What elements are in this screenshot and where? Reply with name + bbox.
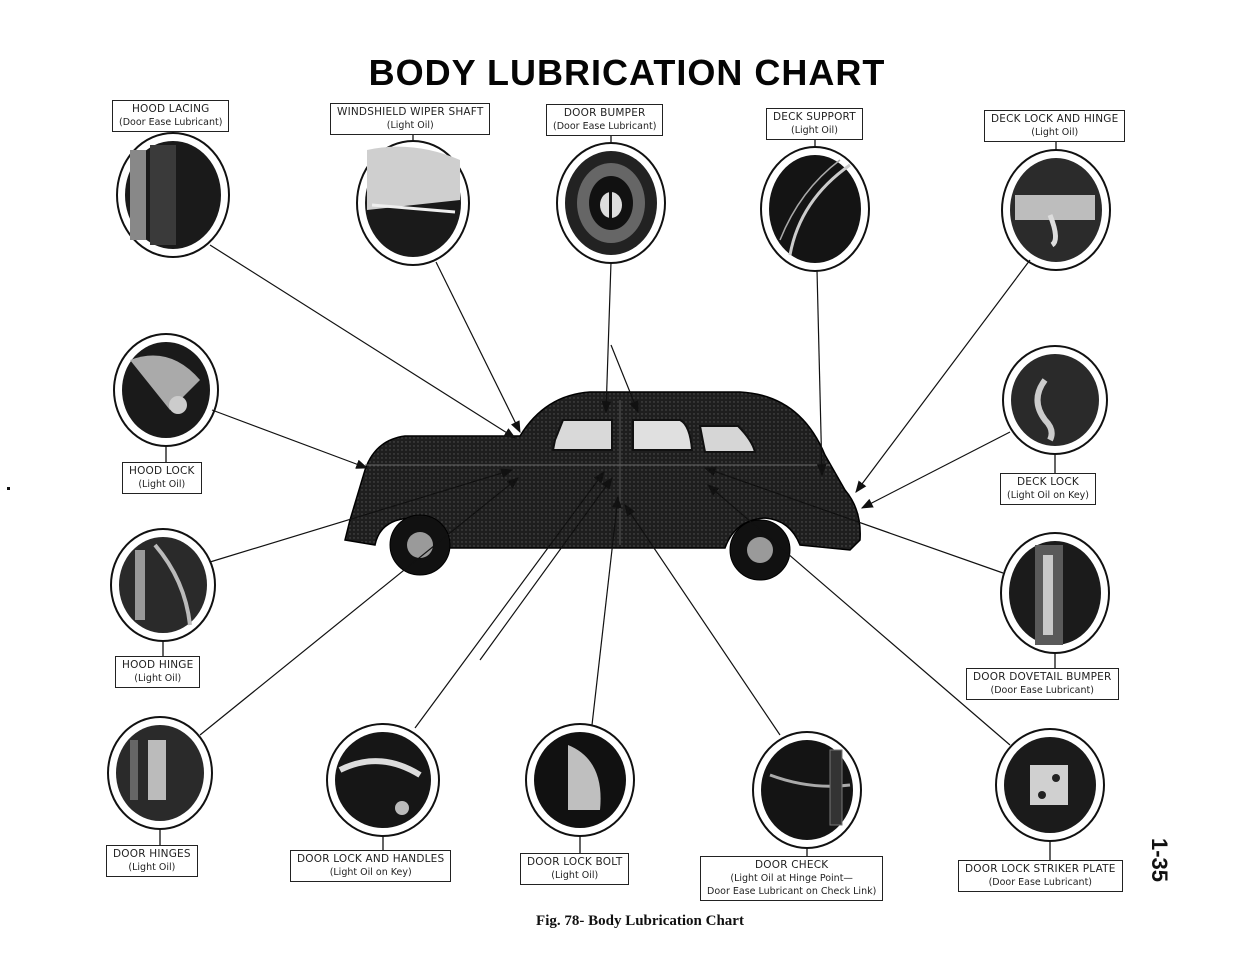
detail-deck-support — [760, 146, 870, 272]
arrow-windshield-wiper-shaft — [435, 261, 521, 434]
callout-lubricant: (Door Ease Lubricant) — [988, 877, 1093, 888]
callout-lubricant: (Door Ease Lubricant) — [119, 117, 223, 128]
callout-deck-lock-and-hinge: DECK LOCK AND HINGE (Light Oil) — [984, 110, 1126, 142]
detail-hood-lacing — [116, 132, 230, 258]
callout-name: DOOR CHECK — [754, 859, 829, 871]
callout-door-lock-striker-plate: DOOR LOCK STRIKER PLATE (Door Ease Lubri… — [958, 860, 1123, 892]
car-window-front — [551, 419, 613, 451]
detail-hood-lock — [113, 333, 219, 447]
callout-name: DECK LOCK AND HINGE — [991, 113, 1119, 125]
detail-door-lock-striker-plate — [995, 728, 1105, 842]
detail-door-lock-and-handles — [326, 723, 440, 837]
callout-lubricant: (Light Oil) — [128, 862, 176, 873]
callout-deck-support: DECK SUPPORT (Light Oil) — [766, 108, 863, 140]
callout-door-dovetail-bumper: DOOR DOVETAIL BUMPER (Door Ease Lubrican… — [966, 668, 1119, 700]
arrow-door-lock-bolt — [591, 495, 622, 726]
figure-caption: Fig. 78- Body Lubrication Chart — [536, 913, 744, 929]
callout-name: HOOD LOCK — [129, 465, 195, 477]
arrow-deck-support — [816, 269, 827, 477]
callout-lubricant: (Light Oil) — [134, 673, 182, 684]
callout-deck-lock: DECK LOCK (Light Oil on Key) — [1000, 473, 1096, 505]
arrow-door-lock-and-handles — [414, 471, 605, 729]
callout-name: DOOR DOVETAIL BUMPER — [973, 671, 1112, 683]
callout-name: DECK LOCK — [1016, 476, 1080, 488]
leader-arrows — [199, 244, 1031, 746]
detail-hood-hinge — [110, 528, 216, 642]
detail-door-dovetail-bumper — [1000, 532, 1110, 654]
detail-circles — [107, 132, 1111, 849]
arrow-hood-hinge — [209, 468, 514, 563]
arrow-hood-lacing — [209, 244, 517, 439]
arrow-door-lock-and-handles-2 — [479, 477, 613, 661]
callout-name: HOOD HINGE — [122, 659, 194, 671]
callout-lubricant: (Light Oil) — [1031, 127, 1079, 138]
detail-windshield-wiper-shaft — [356, 140, 470, 266]
detail-deck-lock — [1002, 345, 1108, 455]
callout-lubricant: (Light Oil) — [138, 479, 186, 490]
callout-lubricant: (Light Oil) — [551, 870, 599, 881]
arrow-door-bumper-2 — [610, 344, 639, 414]
callout-lubricant: (Light Oil) — [791, 125, 838, 136]
callout-hood-lock: HOOD LOCK (Light Oil) — [122, 462, 202, 494]
callout-name: DOOR HINGES — [113, 848, 191, 860]
callout-name: DOOR LOCK BOLT — [527, 856, 623, 868]
scan-speck — [7, 487, 10, 490]
box-connectors — [159, 130, 1057, 860]
callout-windshield-wiper-shaft: WINDSHIELD WIPER SHAFT (Light Oil) — [330, 103, 491, 135]
callout-name: DOOR BUMPER — [563, 107, 646, 119]
detail-door-check — [752, 731, 862, 849]
callout-door-hinges: DOOR HINGES (Light Oil) — [106, 845, 198, 877]
chart-title: BODY LUBRICATION CHART — [368, 52, 886, 93]
callout-lubricant: (Door Ease Lubricant) — [990, 685, 1094, 696]
detail-door-bumper — [556, 142, 666, 264]
callout-lubricant-2: Door Ease Lubricant on Check Link) — [707, 886, 877, 897]
arrow-door-check — [624, 504, 781, 736]
callout-lubricant: (Light Oil on Key) — [1007, 490, 1089, 501]
callout-lubricant: (Door Ease Lubricant) — [553, 121, 657, 132]
arrow-deck-lock-and-hinge — [855, 259, 1031, 493]
arrow-door-hinges — [199, 477, 519, 736]
callout-name: DOOR LOCK AND HANDLES — [297, 853, 445, 865]
callout-hood-lacing: HOOD LACING (Door Ease Lubricant) — [112, 100, 230, 132]
arrow-door-lock-striker-plate — [707, 484, 1011, 746]
arrow-door-dovetail-bumper — [703, 467, 1004, 574]
car-window-rear — [698, 425, 757, 453]
callout-door-check: DOOR CHECK (Light Oil at Hinge Point— Do… — [700, 856, 884, 901]
callout-door-lock-bolt: DOOR LOCK BOLT (Light Oil) — [520, 853, 630, 885]
callout-hood-hinge: HOOD HINGE (Light Oil) — [115, 656, 201, 688]
callout-door-bumper: DOOR BUMPER (Door Ease Lubricant) — [546, 104, 664, 136]
arrow-door-bumper-1 — [601, 261, 612, 414]
car-illustration — [344, 391, 861, 581]
callout-door-lock-and-handles: DOOR LOCK AND HANDLES (Light Oil on Key) — [290, 850, 452, 882]
arrow-deck-lock — [860, 431, 1011, 509]
callout-lubricant: (Light Oil on Key) — [329, 867, 412, 878]
callout-name: WINDSHIELD WIPER SHAFT — [337, 106, 484, 118]
callout-lubricant: (Light Oil) — [386, 120, 434, 131]
arrow-hood-lock — [211, 409, 369, 469]
car-window-middle — [632, 419, 694, 451]
detail-deck-lock-and-hinge — [1001, 149, 1111, 271]
page-number: 1-35 — [1147, 838, 1172, 883]
callout-name: DECK SUPPORT — [773, 111, 856, 123]
detail-door-lock-bolt — [525, 723, 635, 837]
callout-name: HOOD LACING — [131, 103, 210, 115]
callout-lubricant: (Light Oil at Hinge Point— — [730, 873, 853, 884]
detail-door-hinges — [107, 716, 213, 830]
callout-name: DOOR LOCK STRIKER PLATE — [965, 863, 1116, 875]
